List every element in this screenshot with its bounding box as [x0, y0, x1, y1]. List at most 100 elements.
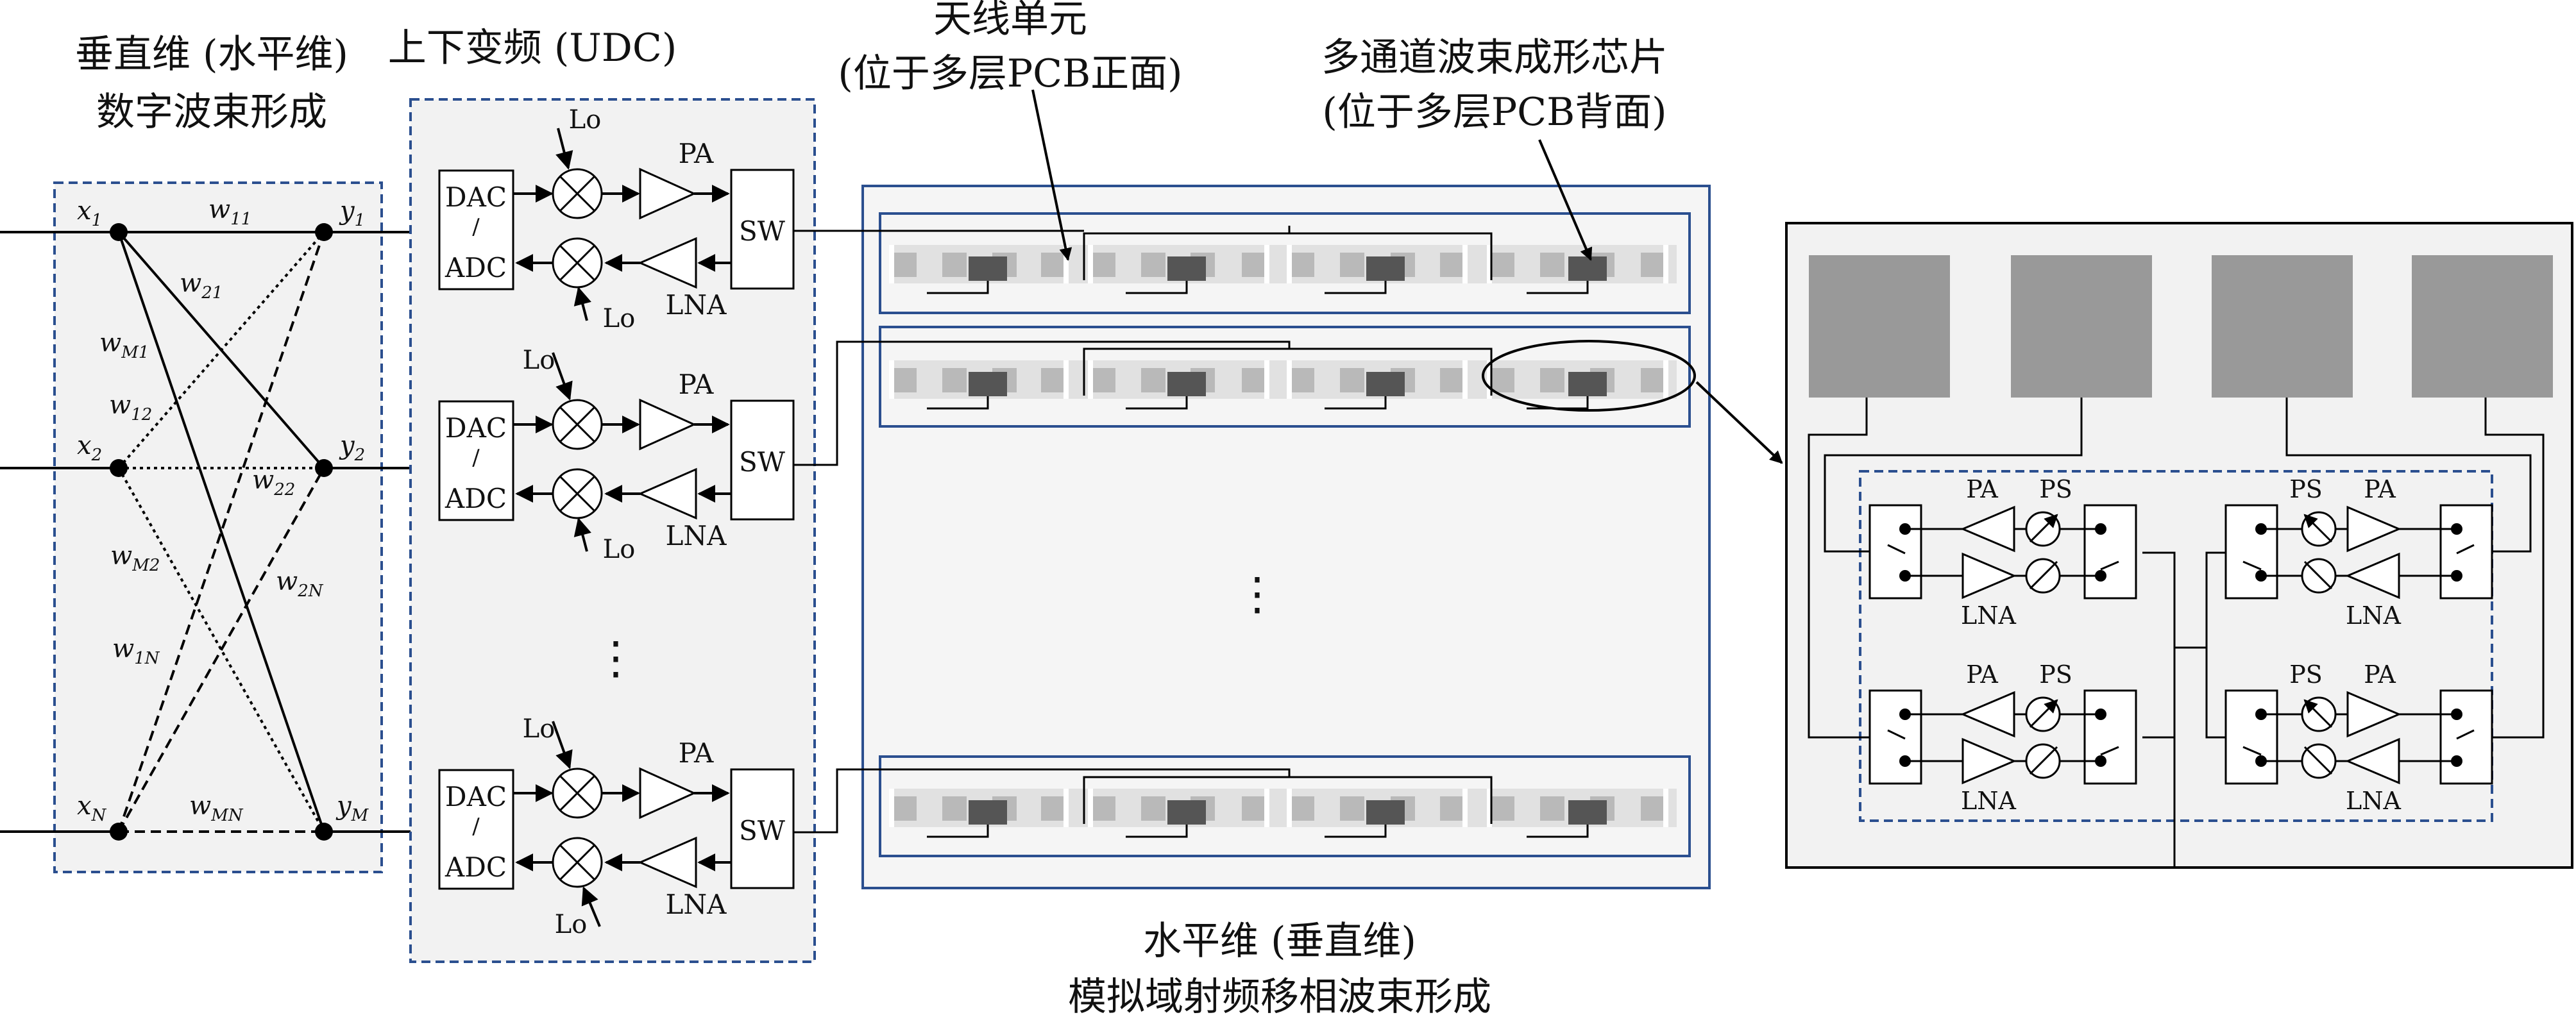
feed-line: [1325, 280, 1387, 294]
lo-arrow-tx: [552, 721, 573, 769]
antenna-divider: [1287, 789, 1468, 827]
beamforming-chip: [1568, 372, 1607, 396]
node-y1: [315, 223, 333, 241]
antenna-patch: [1141, 368, 1165, 392]
weight-wmn: wMN: [189, 791, 244, 825]
udc-title: 上下变频 (UDC): [388, 26, 677, 71]
node-ym: [315, 823, 333, 841]
antenna-patch: [1290, 253, 1314, 277]
switch-box: [2083, 689, 2137, 785]
chip-inner-box: [1859, 470, 2493, 822]
antenna-divider: [1487, 245, 1668, 283]
weight-w11: w11: [208, 195, 251, 229]
antenna-unit-label-line1: 天线单元: [933, 0, 1087, 42]
patch-feed-1: [1808, 398, 1870, 739]
sw-label: SW: [739, 815, 786, 846]
weight-wm2: wM2: [110, 541, 160, 575]
antenna-patch: [942, 253, 967, 277]
antenna-patch: [892, 368, 917, 392]
antenna-patch: [892, 253, 917, 277]
antenna-row-1: [793, 212, 1691, 314]
beamforming-chip: [1366, 800, 1405, 825]
antenna-patch: [1540, 253, 1564, 277]
tx-mixer-cross: [559, 176, 595, 212]
phase-shifter-arrow: [2029, 699, 2058, 728]
feed-line: [1527, 280, 1589, 294]
lna-label: LNA: [666, 289, 727, 321]
ps-label: PS: [2289, 660, 2323, 689]
beamforming-chip: [1366, 256, 1405, 281]
sw-box: [730, 399, 795, 521]
antenna-patch: [1490, 253, 1514, 277]
antenna-patch: [1091, 368, 1115, 392]
antenna-patch: [942, 796, 967, 821]
antenna-patch: [1641, 253, 1665, 277]
antenna-divider: [1287, 360, 1468, 399]
switch-box: [2224, 504, 2278, 600]
udc-ellipsis: ⋮: [593, 632, 638, 684]
antenna-patch: [1540, 796, 1564, 821]
antenna-divider: [1088, 789, 1269, 827]
lna-label: LNA: [2346, 601, 2401, 630]
beamforming-chip: [969, 256, 1007, 281]
patch-feed-3: [2285, 398, 2532, 553]
edge-w12: [117, 231, 325, 469]
lo-arrow-rx: [573, 287, 591, 321]
switch-box: [2224, 689, 2278, 785]
beamforming-chip: [969, 372, 1007, 396]
label-x2: x2: [77, 431, 102, 465]
antenna-patch: [1490, 368, 1514, 392]
pa-label: PA: [679, 369, 714, 400]
antenna-patch: [1490, 796, 1514, 821]
label-y2: y2: [339, 431, 365, 465]
slash-label: /: [472, 214, 480, 240]
antenna-patch: [1141, 796, 1165, 821]
switch-arm: [2456, 729, 2475, 740]
antenna-divider: [1287, 245, 1468, 283]
bottom-label-line1: 水平维 (垂直维): [1143, 919, 1416, 964]
antenna-divider: [1088, 360, 1269, 399]
pa-label: PA: [2364, 660, 2396, 689]
beamforming-chip: [1366, 372, 1405, 396]
antenna-patch: [1141, 253, 1165, 277]
feed-line: [927, 824, 989, 838]
antenna-patch: [1041, 368, 1065, 392]
antenna-patch: [1440, 253, 1464, 277]
beamforming-chip: [1167, 800, 1206, 825]
chip-label-line2: (位于多层PCB背面): [1322, 90, 1666, 135]
switch-box: [2439, 689, 2493, 785]
node-y2: [315, 459, 333, 477]
switch-arm: [2100, 560, 2119, 571]
node-x2: [110, 459, 128, 477]
digital-bf-title-line1: 垂直维 (水平维): [75, 32, 348, 77]
rx-mixer-cross: [559, 844, 595, 880]
node-x1: [110, 223, 128, 241]
switch-box: [1868, 504, 1922, 600]
feed-line: [1126, 280, 1188, 294]
rx-mixer-cross: [559, 476, 595, 512]
lna-label: LNA: [666, 889, 727, 920]
lna-amplifier: [638, 467, 697, 520]
feed-line: [927, 280, 989, 294]
lo-arrow-rx: [573, 517, 591, 552]
bottom-label-line2: 模拟域射频移相波束形成: [1068, 975, 1491, 1015]
pa-label: PA: [2364, 475, 2396, 503]
feed-line: [1126, 824, 1188, 838]
sw-to-antenna-line: [793, 768, 1291, 834]
phase-shifter-slash: [2029, 746, 2058, 775]
antenna-element-1: [1809, 255, 1950, 398]
phase-shifter-arrow: [2303, 699, 2333, 728]
beamforming-chip: [1568, 256, 1607, 281]
label-x1: x1: [77, 196, 102, 230]
chip-callout-arrow: [1538, 139, 1593, 261]
antenna-element-2: [2011, 255, 2152, 398]
node-xn: [110, 823, 128, 841]
feed-line: [1325, 824, 1387, 838]
adc-label: ADC: [445, 851, 507, 883]
antenna-divider: [1487, 789, 1668, 827]
